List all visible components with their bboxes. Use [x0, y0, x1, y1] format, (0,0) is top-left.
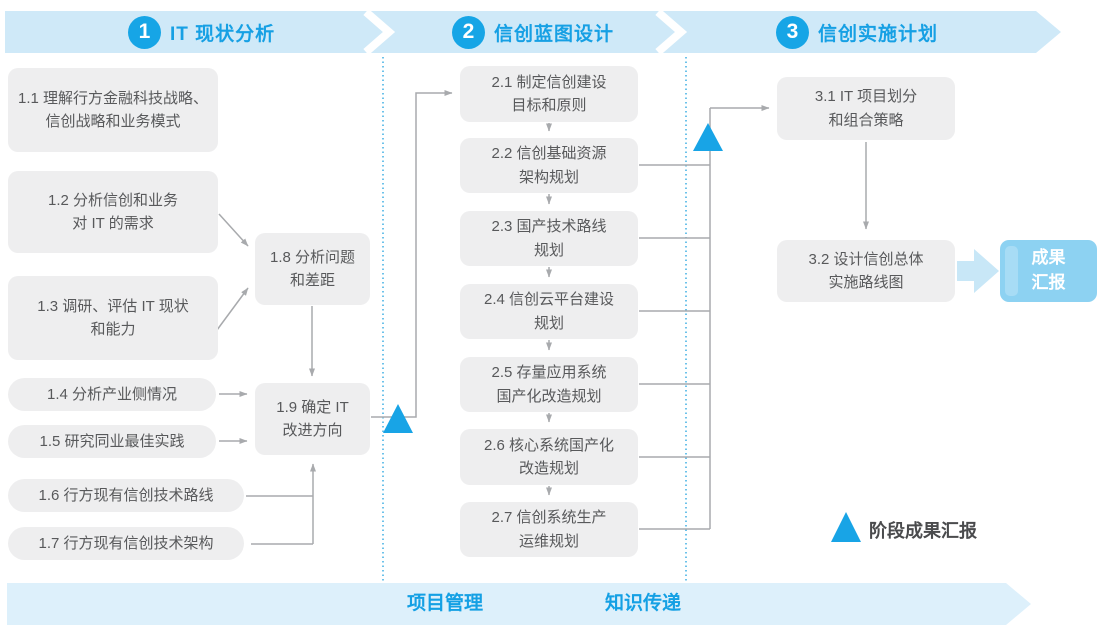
- box-1-7: 1.7 行方现有信创技术架构: [8, 527, 244, 560]
- box-2-7: 2.7 信创系统生产运维规划: [460, 502, 638, 557]
- legend-label: 阶段成果汇报: [869, 521, 977, 541]
- box-2-4: 2.4 信创云平台建设规划: [460, 284, 638, 339]
- milestone-triangle-icon: [693, 123, 723, 151]
- result-arrow-icon: [957, 249, 999, 293]
- phase-1-number-badge: 1: [128, 15, 161, 49]
- banner-chevron-separator-2: [655, 8, 688, 56]
- phase2-collector: [639, 105, 869, 530]
- box-1-2: 1.2 分析信创和业务对 IT 的需求: [8, 171, 218, 253]
- result-box-highlight-stripe: [1005, 246, 1018, 296]
- box-2-3: 2.3 国产技术路线规划: [460, 211, 638, 266]
- box-2-1: 2.1 制定信创建设目标和原则: [460, 66, 638, 122]
- box-2-6: 2.6 核心系统国产化改造规划: [460, 429, 638, 485]
- phase-1-title: IT 现状分析: [170, 23, 276, 45]
- box-1-3: 1.3 调研、评估 IT 现状和能力: [8, 276, 218, 360]
- phase-2-header: 2 信创蓝图设计: [452, 11, 614, 53]
- box-1-1: 1.1 理解行方金融科技战略、信创战略和业务模式: [8, 68, 218, 152]
- phase-1-header: 1 IT 现状分析: [128, 11, 275, 53]
- phase-2-title: 信创蓝图设计: [494, 23, 615, 45]
- box-1-8: 1.8 分析问题和差距: [255, 233, 370, 305]
- box-1-5: 1.5 研究同业最佳实践: [8, 425, 216, 458]
- legend-triangle-icon: [831, 512, 861, 542]
- box-3-1: 3.1 IT 项目划分和组合策略: [777, 77, 955, 140]
- milestone-triangle-icon: [383, 404, 413, 433]
- box-1-6: 1.6 行方现有信创技术路线: [8, 479, 244, 512]
- banner-chevron-separator-1: [363, 8, 396, 56]
- result-report-box: 成果 汇报: [1000, 240, 1097, 302]
- box-3-2: 3.2 设计信创总体实施路线图: [777, 240, 955, 302]
- footer-item-knowledge-transfer: 知识传递: [604, 593, 681, 614]
- phase-3-number-badge: 3: [776, 15, 809, 49]
- phase-3-header: 3 信创实施计划: [776, 11, 938, 53]
- box-2-5: 2.5 存量应用系统国产化改造规划: [460, 357, 638, 412]
- footer-item-project-management: 项目管理: [406, 593, 483, 614]
- phase-banner-band: [5, 11, 1061, 53]
- phase1-connectors: [216, 90, 453, 545]
- box-1-4: 1.4 分析产业侧情况: [8, 378, 216, 411]
- phase-3-title: 信创实施计划: [818, 23, 939, 45]
- box-2-2: 2.2 信创基础资源架构规划: [460, 138, 638, 193]
- phase-2-number-badge: 2: [452, 15, 485, 49]
- footer-banner-band: [7, 583, 1031, 625]
